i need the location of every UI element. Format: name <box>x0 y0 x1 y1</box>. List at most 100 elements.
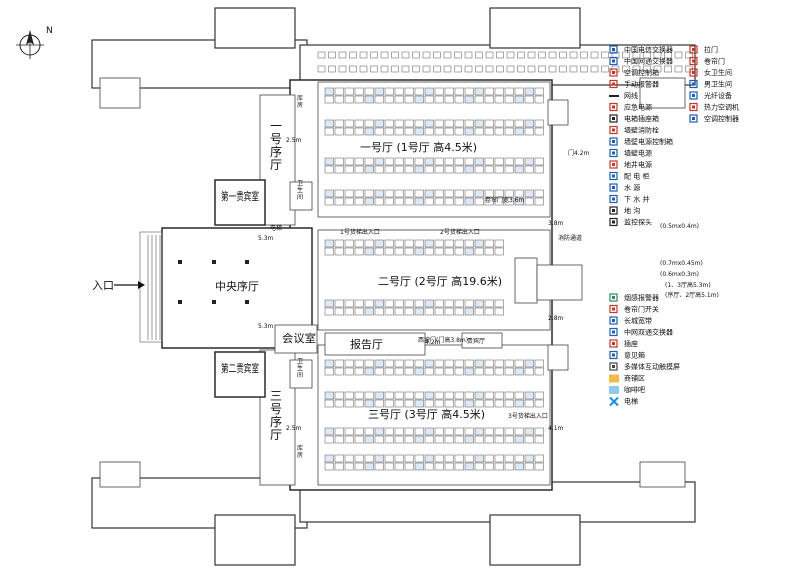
booth <box>354 435 364 444</box>
booth <box>444 454 454 463</box>
booth <box>394 119 404 128</box>
booth <box>534 391 544 400</box>
booth <box>404 359 414 368</box>
booth <box>384 189 394 198</box>
booth <box>454 427 464 436</box>
booth <box>374 95 384 104</box>
pillar <box>212 260 216 264</box>
booth <box>524 165 534 174</box>
booth <box>464 462 474 471</box>
booth <box>504 189 514 198</box>
report-hall <box>324 332 426 356</box>
legend-label: 长城宽带 <box>624 316 652 325</box>
booth <box>424 247 434 256</box>
booth <box>414 427 424 436</box>
note-camera-2: (序厅、2厅高5.1m) <box>665 291 719 299</box>
note-7: 3号货梯出入口 <box>508 412 548 420</box>
booth <box>424 189 434 198</box>
booth <box>474 307 484 316</box>
store-1-label: 库房 <box>297 94 303 109</box>
booth <box>444 189 454 198</box>
legend-label: 墙壁消防栓 <box>624 126 659 135</box>
legend-label: 商铺区 <box>624 374 645 383</box>
booth <box>524 157 534 166</box>
booth <box>454 165 464 174</box>
booth <box>424 399 434 408</box>
booth <box>484 87 494 96</box>
booth <box>404 95 414 104</box>
legend-label: 空调控制箱 <box>624 68 659 77</box>
booth <box>424 359 434 368</box>
booth <box>374 165 384 174</box>
note-drain-size: (0.7mx0.45m) <box>660 260 703 267</box>
booth <box>374 359 384 368</box>
fiber-icon <box>689 91 698 100</box>
booth <box>404 399 414 408</box>
booth <box>524 87 534 96</box>
booth <box>504 399 514 408</box>
booth <box>534 462 544 471</box>
booth <box>454 462 464 471</box>
booth <box>424 197 434 206</box>
hall-3-label: 三号厅 (3号厅 高4.5米) <box>368 407 485 421</box>
booth <box>384 359 394 368</box>
meeting-room-label: 会议室 <box>282 331 316 345</box>
booth <box>384 239 394 248</box>
booth <box>464 127 474 136</box>
net-switch-icon <box>609 56 618 66</box>
booth <box>414 87 424 96</box>
booth <box>364 427 374 436</box>
roll-door-icon <box>689 56 698 66</box>
booth <box>514 119 524 128</box>
booth <box>354 189 364 198</box>
booth <box>364 359 374 368</box>
booth <box>494 399 504 408</box>
hall-2-label: 二号厅 (2号厅 高19.6米) <box>378 274 502 288</box>
booth <box>384 119 394 128</box>
booth <box>454 239 464 248</box>
ac-unit-icon <box>689 102 698 112</box>
booth <box>354 95 364 104</box>
booth <box>464 391 474 400</box>
booth <box>444 247 454 256</box>
legend-label: 烟感报警器 <box>624 293 659 302</box>
booth <box>364 367 374 376</box>
booth <box>484 299 494 308</box>
floor-socket-icon <box>609 160 618 169</box>
booth <box>414 127 424 136</box>
hall-1-side-corridor <box>259 94 296 226</box>
media-icon <box>609 362 618 371</box>
booth <box>514 367 524 376</box>
legend-label: 下 水 井 <box>624 195 649 204</box>
booth <box>444 399 454 408</box>
booth <box>324 119 334 128</box>
booth <box>324 427 334 436</box>
booth <box>444 307 454 316</box>
booth <box>464 435 474 444</box>
booth <box>534 87 544 96</box>
emergency-icon <box>609 102 618 112</box>
booth <box>424 127 434 136</box>
booth <box>464 239 474 248</box>
booth <box>534 95 544 104</box>
booth <box>394 165 404 174</box>
wall-power-icon <box>609 137 618 146</box>
booth <box>474 127 484 136</box>
booth <box>484 391 494 400</box>
booth <box>324 367 334 376</box>
booth <box>404 239 414 248</box>
booth <box>474 87 484 96</box>
note-3: 2号货梯出入口 <box>440 228 480 236</box>
booth <box>434 87 444 96</box>
booth <box>444 299 454 308</box>
booth <box>384 87 394 96</box>
pillar <box>178 300 182 304</box>
legend-label: 中国电信交换器 <box>624 45 673 54</box>
booth <box>434 119 444 128</box>
booth <box>494 247 504 256</box>
booth <box>454 367 464 376</box>
booth <box>324 307 334 316</box>
booth <box>484 157 494 166</box>
booth <box>444 427 454 436</box>
